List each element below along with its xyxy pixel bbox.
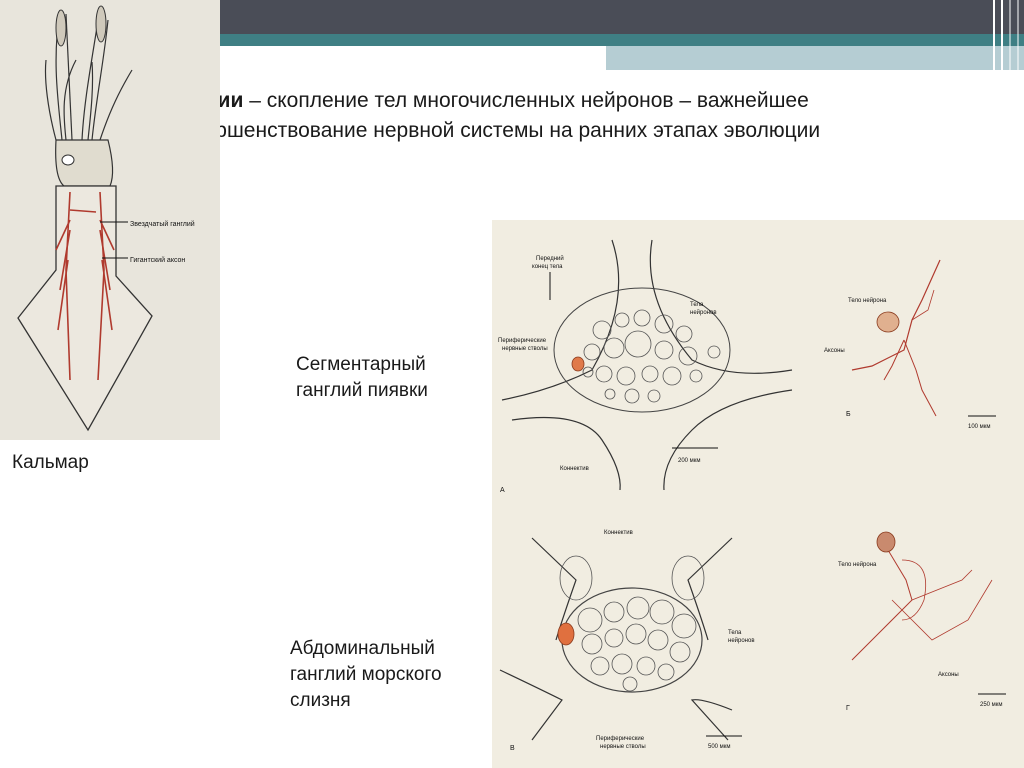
slug-neuron-label-axons: Аксоны xyxy=(938,672,959,678)
header-stripes-decoration xyxy=(993,0,1019,70)
squid-label-axon: Гигантский аксон xyxy=(130,256,185,264)
leech-neuron-letter: Б xyxy=(846,411,851,418)
leech-ganglion-drawing: Передний конец тела Тела нейронов Перифе… xyxy=(498,239,793,494)
leech-caption: Сегментарный ганглий пиявки xyxy=(296,352,428,404)
slug-caption-line2: ганглий морского xyxy=(290,664,442,685)
leech-label-connective: Коннектив xyxy=(560,466,589,472)
ganglia-figure-panel: Передний конец тела Тела нейронов Перифе… xyxy=(492,220,1024,768)
leech-neuron-label-axons: Аксоны xyxy=(824,348,845,354)
slug-label-connective: Коннектив xyxy=(604,530,633,536)
leech-neuron-label-body: Тело нейрона xyxy=(848,297,887,304)
leech-label-bodies-1: Тела xyxy=(690,302,704,308)
slug-letter: В xyxy=(510,745,515,752)
leech-caption-line2: ганглий пиявки xyxy=(296,380,428,401)
slug-caption-line3: слизня xyxy=(290,690,351,711)
squid-label-ganglion: Звездчатый ганглий xyxy=(130,220,195,228)
slug-scale: 500 мкм xyxy=(708,744,731,750)
slug-ganglion-drawing: Коннектив Тела нейронов Периферические н… xyxy=(499,530,755,752)
slug-caption: Абдоминальный ганглий морского слизня xyxy=(290,636,442,714)
slug-label-bodies-1: Тела xyxy=(728,630,742,636)
title-line1: – скопление тел многочисленных нейронов … xyxy=(243,89,809,112)
slug-neuron-scale: 250 мкм xyxy=(980,702,1003,708)
leech-scale: 200 мкм xyxy=(678,458,701,464)
slug-caption-line1: Абдоминальный xyxy=(290,638,435,659)
title-line2: усовершенствование нервной системы на ра… xyxy=(160,119,821,142)
leech-label-nerves-2: нервные стволы xyxy=(502,346,548,352)
leech-caption-line1: Сегментарный xyxy=(296,354,426,375)
slug-label-nerves-2: нервные стволы xyxy=(600,744,646,750)
squid-illustration: Звездчатый ганглий Гигантский аксон xyxy=(0,0,220,440)
leech-letter: А xyxy=(500,487,505,494)
leech-label-front-2: конец тела xyxy=(532,264,563,270)
header-bar-light xyxy=(606,46,1024,70)
slug-label-bodies-2: нейронов xyxy=(728,637,755,644)
header-bar-dark xyxy=(220,0,1024,34)
slug-neuron-letter: Г xyxy=(846,705,850,712)
slug-neuron-drawing: Тело нейрона Аксоны 250 мкм Г xyxy=(838,531,1006,712)
slug-neuron-label-body: Тело нейрона xyxy=(838,561,877,568)
leech-label-front-1: Передний xyxy=(536,255,564,262)
squid-caption: Кальмар xyxy=(12,452,89,473)
slide-title: Ганглии – скопление тел многочисленных н… xyxy=(160,86,1000,146)
leech-neuron-drawing: Тело нейрона Аксоны 100 мкм Б xyxy=(824,259,996,430)
slug-label-nerves-1: Периферические xyxy=(596,736,645,742)
leech-label-nerves-1: Периферические xyxy=(498,338,547,344)
header-bar-teal xyxy=(220,34,1024,46)
leech-neuron-scale: 100 мкм xyxy=(968,424,991,430)
leech-label-bodies-2: нейронов xyxy=(690,309,717,316)
